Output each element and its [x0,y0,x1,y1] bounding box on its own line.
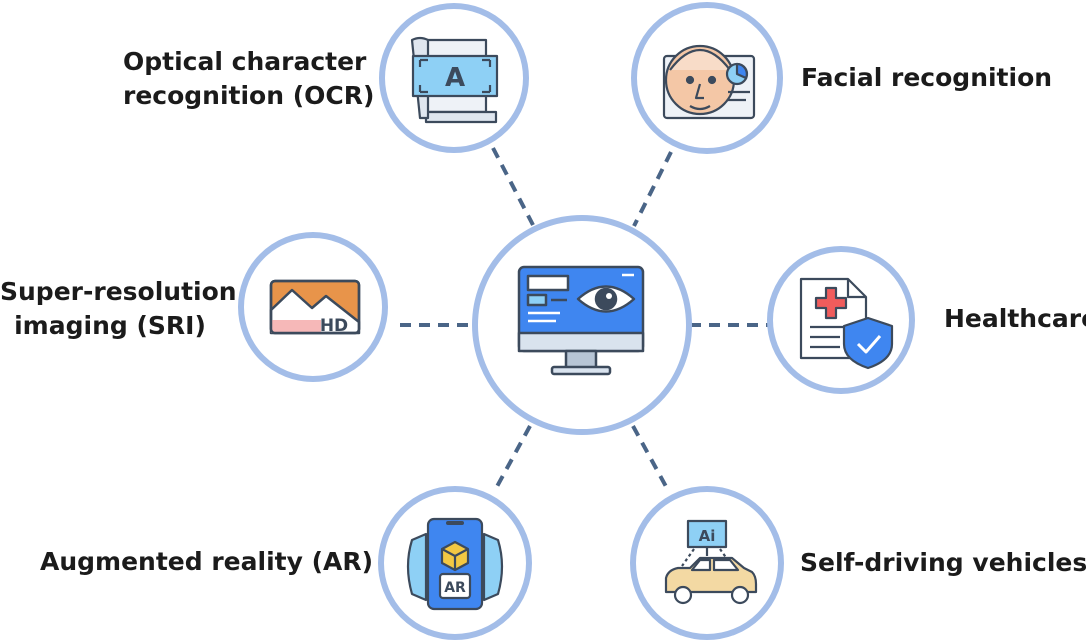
connector-facial [632,151,673,227]
label-facial: Facial recognition [801,61,1052,95]
ocr-letter: A [445,63,465,93]
label-ar: Augmented reality (AR) [40,545,374,579]
connector-ocr [491,147,535,226]
label-ar-text: Augmented reality (AR) [40,547,374,576]
label-healthcare: Healthcare [944,302,1086,336]
hd-label: HD [320,316,348,336]
label-sri-line2: imaging (SRI) [14,311,206,340]
medical-document-shield-icon [799,277,894,370]
label-sri-line1: Super-resolution [0,277,237,306]
label-ocr-line1: Optical character [123,47,367,76]
connector-ar [492,425,532,493]
ar-label: AR [444,580,466,596]
label-ocr: Optical character recognition (OCR) [123,45,375,113]
hd-image-icon [269,279,361,335]
connector-driving [631,425,671,493]
label-ocr-line2: recognition (OCR) [123,81,375,110]
monitor-eye-icon [517,265,645,376]
label-facial-text: Facial recognition [801,63,1053,92]
connectors [400,147,768,493]
label-healthcare-text: Healthcare [944,304,1086,333]
face-scan-icon [662,44,756,120]
ai-screen-label: Ai [699,527,716,545]
autonomous-car-icon [664,519,758,605]
label-driving-text: Self-driving vehicles [800,548,1086,577]
ocr-scan-document-icon [410,36,499,124]
ar-phone-cube-icon [406,517,504,611]
label-sri: Super-resolution imaging (SRI) [0,275,237,343]
label-driving: Self-driving vehicles [800,546,1086,580]
